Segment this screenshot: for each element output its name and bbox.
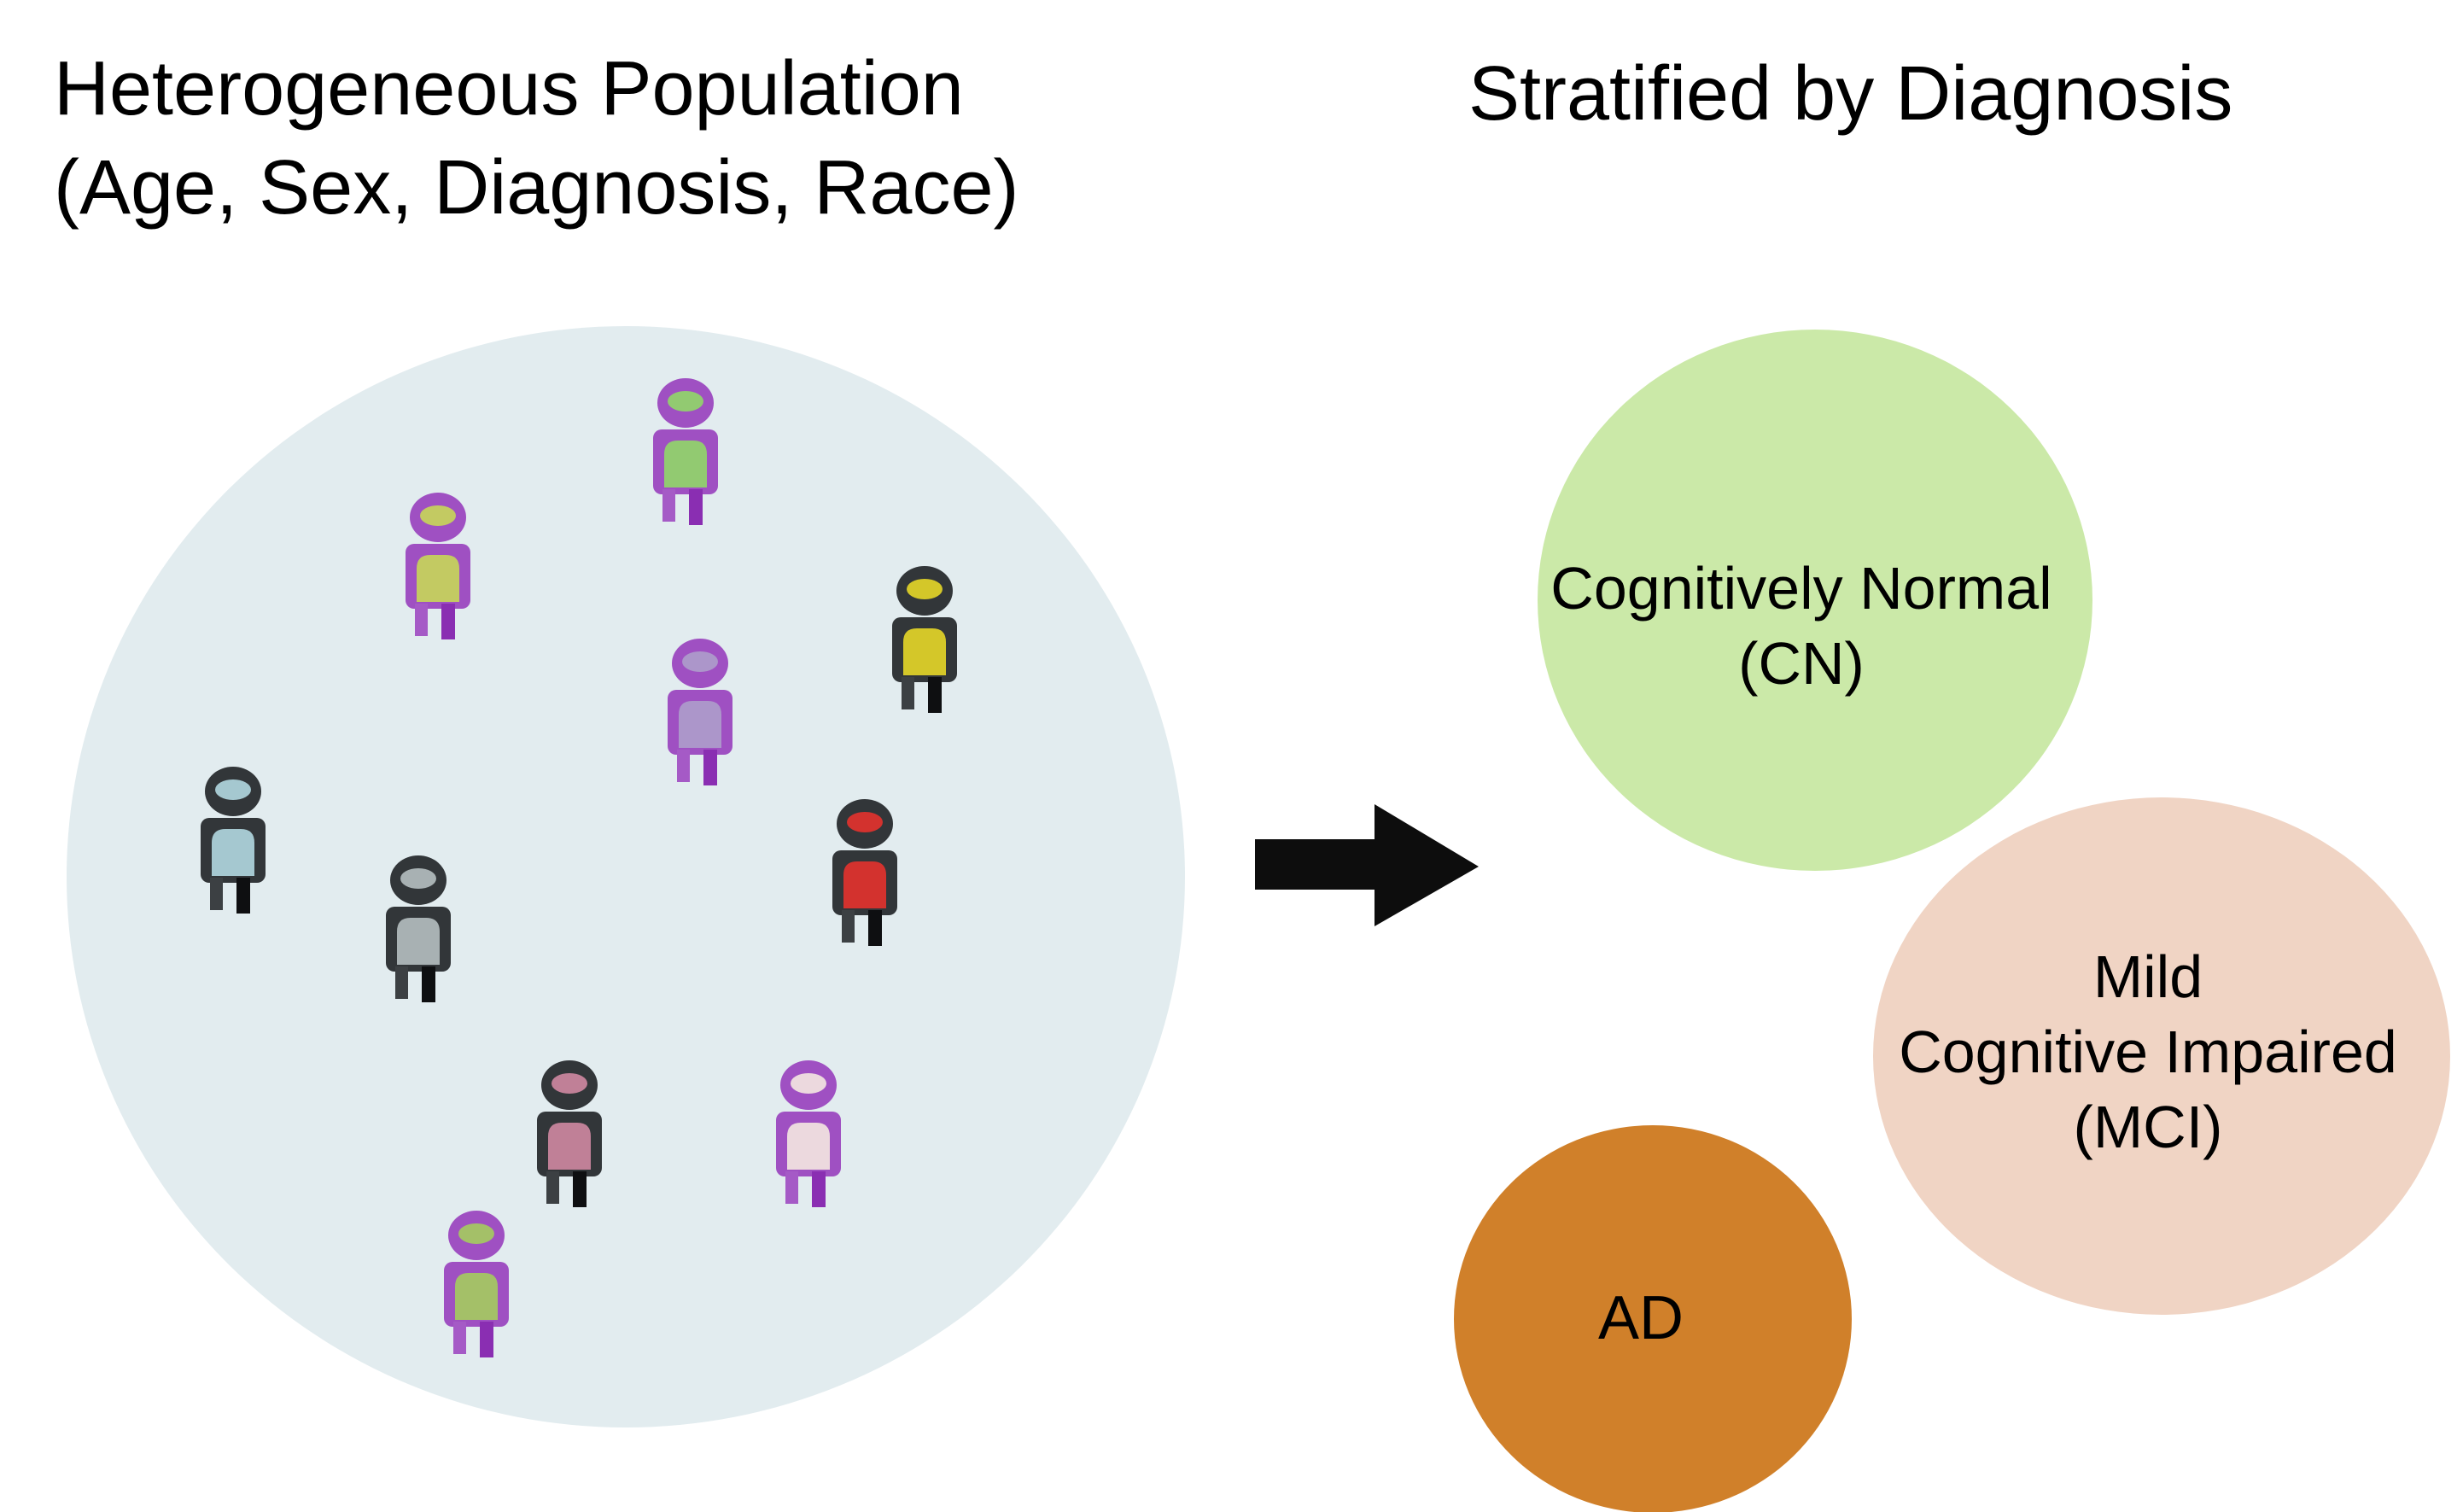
right-title: Stratified by Diagnosis [1468, 51, 2233, 137]
person-left-leg [453, 1322, 466, 1354]
person-olivegreen-figure [444, 1211, 509, 1357]
person-left-leg [210, 878, 223, 910]
person-left-leg [662, 489, 675, 522]
person-left-leg [677, 750, 690, 782]
person-body-fill [397, 918, 440, 965]
person-left-leg [785, 1171, 798, 1204]
cn-circle [1538, 330, 2092, 871]
person-body-fill [664, 441, 707, 487]
person-olive-figure [406, 493, 470, 639]
person-body-fill [417, 555, 459, 602]
person-left-leg [415, 604, 428, 636]
mci-circle-label: Mild Cognitive Impaired (MCI) [1899, 939, 2397, 1165]
person-body-fill [843, 861, 886, 908]
person-lightblue-figure [201, 767, 266, 914]
ad-label-line1: AD [1597, 1284, 1684, 1352]
cn-label-line1: Cognitively Normal [1550, 555, 2052, 622]
person-head-fill [458, 1223, 494, 1244]
person-green-figure [653, 378, 718, 525]
ad-circle-label: AD [1598, 1281, 1684, 1356]
person-pink-figure [776, 1060, 841, 1207]
person-head-fill [847, 812, 883, 832]
person-body-fill [455, 1273, 498, 1320]
mci-label-line1: Mild [2092, 943, 2203, 1010]
person-head-fill [668, 391, 703, 412]
person-head-fill [907, 579, 943, 599]
person-right-leg [422, 966, 435, 1002]
person-body-fill [903, 628, 946, 675]
person-left-leg [842, 910, 855, 943]
person-right-leg [480, 1322, 493, 1357]
person-right-leg [703, 750, 717, 785]
person-head-fill [400, 868, 436, 889]
person-mauve-figure [537, 1060, 602, 1207]
cn-label-line2: (CN) [1738, 630, 1865, 697]
person-right-leg [689, 489, 703, 525]
person-left-leg [902, 677, 914, 709]
left-title-line1: Heterogeneous Population [54, 46, 964, 131]
mci-circle [1873, 797, 2450, 1315]
person-head-fill [552, 1073, 587, 1094]
person-gray-figure [386, 855, 451, 1002]
person-head-fill [420, 505, 456, 526]
person-left-leg [546, 1171, 559, 1204]
mci-label-line2: Cognitive Impaired [1899, 1019, 2397, 1085]
left-title-line2: (Age, Sex, Diagnosis, Race) [54, 145, 1019, 231]
person-right-leg [928, 677, 942, 713]
person-body-fill [548, 1123, 591, 1170]
person-right-leg [868, 910, 882, 946]
person-body-fill [679, 701, 721, 748]
person-body-fill [212, 829, 254, 876]
left-title: Heterogeneous Population (Age, Sex, Diag… [54, 39, 1019, 237]
ad-circle [1454, 1125, 1852, 1512]
right-arrow-icon [1255, 804, 1479, 926]
person-left-leg [395, 966, 408, 999]
mci-label-line3: (MCI) [2073, 1094, 2223, 1160]
person-body-fill [787, 1123, 830, 1170]
person-right-leg [812, 1171, 826, 1207]
person-head-fill [791, 1073, 826, 1094]
person-right-leg [236, 878, 250, 914]
cn-circle-label: Cognitively Normal (CN) [1550, 551, 2052, 701]
person-right-leg [573, 1171, 587, 1207]
person-yellow-figure [892, 566, 957, 713]
person-right-leg [441, 604, 455, 639]
person-lavender-figure [668, 639, 732, 785]
person-head-fill [682, 651, 718, 672]
person-red-figure [832, 799, 897, 946]
person-head-fill [215, 779, 251, 800]
